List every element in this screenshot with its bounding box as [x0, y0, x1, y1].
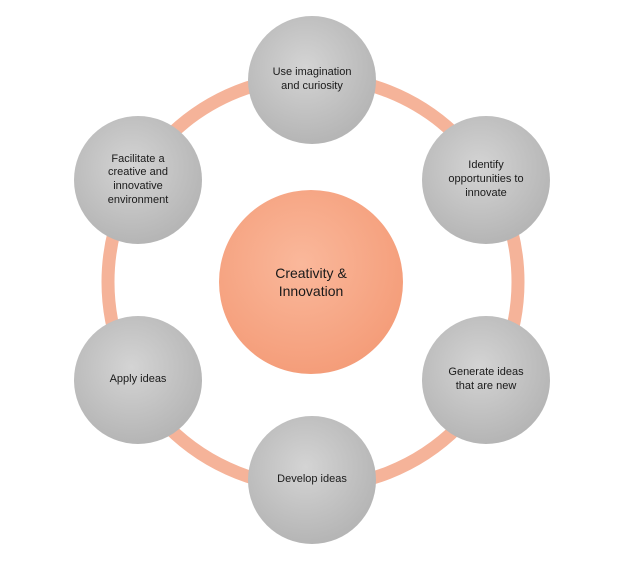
node-circle-facilitate-environment [74, 116, 202, 244]
node-circle-generate-ideas [422, 316, 550, 444]
node-circle-apply-ideas [74, 316, 202, 444]
node-label-apply-ideas: Apply ideas [109, 373, 167, 386]
node-label-generate-ideas: Generate ideas that are new [448, 366, 524, 392]
center-label: Creativity & Innovation [275, 264, 347, 299]
node-label-identify-opportunities: Identify opportunities to innovate [448, 159, 524, 199]
node-circle-use-imagination [248, 16, 376, 144]
node-circle-identify-opportunities [422, 116, 550, 244]
node-label-develop-ideas: Develop ideas [277, 473, 347, 486]
node-circle-develop-ideas [248, 416, 376, 544]
node-label-facilitate-environment: Facilitate a creative and innovative env… [107, 152, 169, 206]
node-label-use-imagination: Use imagination and curiosity [272, 66, 352, 92]
center-circle [219, 190, 403, 374]
